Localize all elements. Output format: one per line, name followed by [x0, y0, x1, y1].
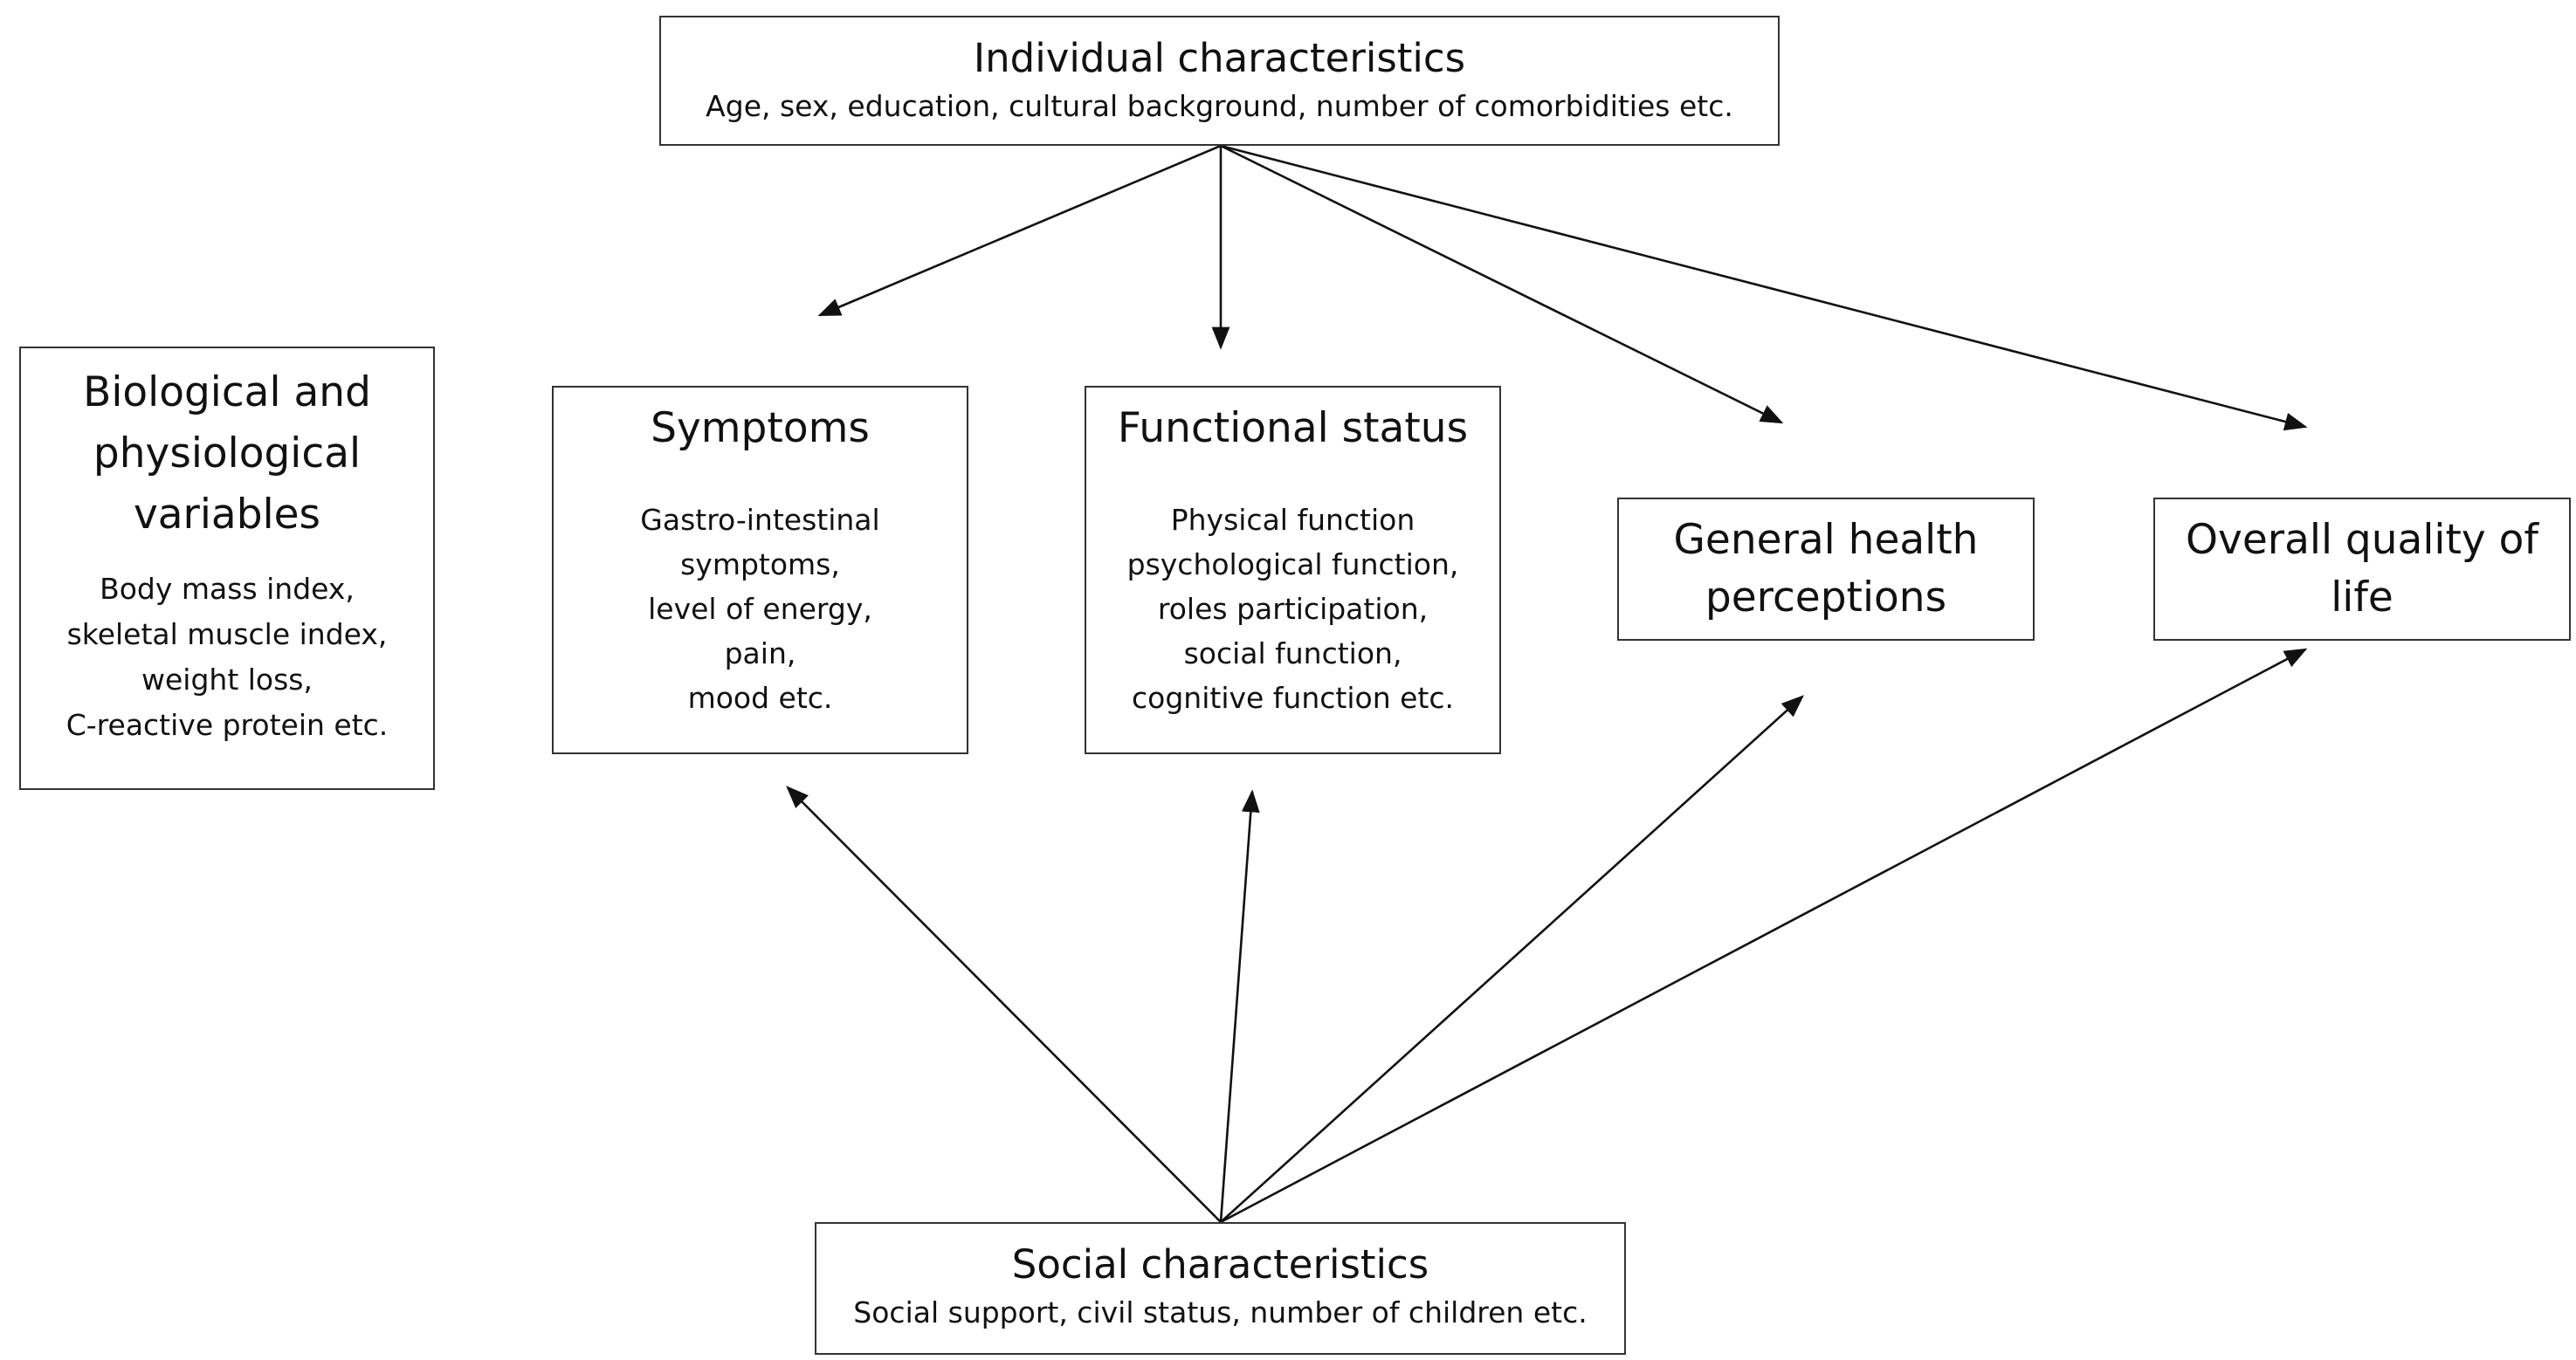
biological-variables-title: Biological and physiological variables: [83, 368, 371, 539]
symptoms-title: Symptoms: [651, 404, 870, 452]
functional-status-details: Physical function psychological function…: [1126, 503, 1459, 715]
social-characteristics-subtitle: Social support, civil status, number of …: [853, 1295, 1588, 1329]
arrow-social-to-functional: [1219, 789, 1260, 1223]
biological-variables-box: Biological and physiological variables B…: [19, 347, 435, 790]
individual-characteristics-title: Individual characteristics: [973, 35, 1466, 81]
arrow-individual-to-symptoms: [817, 144, 1222, 317]
overall-quality-of-life-title: Overall quality of life: [2186, 516, 2538, 622]
symptoms-box: Symptoms Gastro-intestinal symptoms, lev…: [552, 386, 968, 754]
overall-quality-of-life-box: Overall quality of life: [2153, 498, 2571, 641]
social-characteristics-box: Social characteristics Social support, c…: [815, 1222, 1626, 1355]
arrow-social-to-overall-qol: [1220, 648, 2308, 1224]
general-health-perceptions-title: General health perceptions: [1673, 516, 1979, 622]
arrow-social-to-symptoms: [786, 786, 1222, 1223]
arrow-individual-to-general-health: [1220, 144, 1784, 424]
symptoms-details: Gastro-intestinal symptoms, level of ene…: [640, 503, 880, 715]
arrow-social-to-general-health: [1220, 695, 1804, 1223]
general-health-perceptions-box: General health perceptions: [1617, 498, 2035, 641]
individual-characteristics-subtitle: Age, sex, education, cultural background…: [706, 89, 1733, 123]
functional-status-box: Functional status Physical function psyc…: [1085, 386, 1501, 754]
social-characteristics-title: Social characteristics: [1011, 1241, 1429, 1288]
functional-status-title: Functional status: [1117, 404, 1469, 452]
biological-variables-details: Body mass index, skeletal muscle index, …: [65, 572, 389, 742]
arrow-individual-to-overall-qol: [1220, 144, 2308, 431]
individual-characteristics-box: Individual characteristics Age, sex, edu…: [659, 16, 1780, 146]
